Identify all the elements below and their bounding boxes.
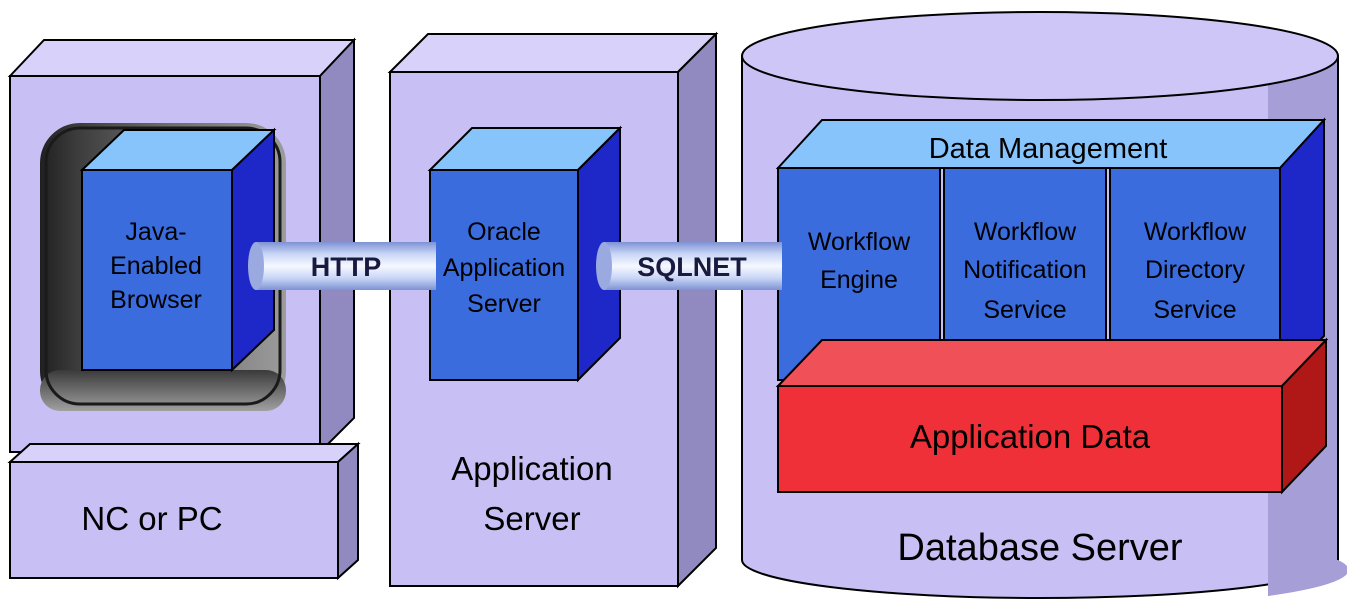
directory-line-3: Service — [1153, 296, 1236, 324]
browser-label-line-1: Java- — [125, 218, 186, 246]
application-data-block: Application Data — [775, 337, 1329, 495]
oracle-app-server-box: Oracle Application Server — [427, 125, 623, 383]
sqlnet-label: SQLNET — [637, 252, 747, 282]
oracle-box-line-1: Oracle — [467, 218, 541, 246]
database-server-caption: Database Server — [897, 527, 1182, 569]
sqlnet-connection: SQLNET — [596, 242, 782, 290]
engine-line-2: Engine — [820, 266, 898, 294]
directory-line-2: Directory — [1145, 256, 1246, 284]
data-management-label: Data Management — [929, 133, 1168, 165]
browser-label-line-2: Enabled — [110, 252, 202, 280]
notification-line-1: Workflow — [974, 218, 1077, 246]
browser-box: Java- Enabled Browser — [79, 127, 277, 373]
notification-line-2: Notification — [963, 256, 1087, 284]
client-caption: NC or PC — [81, 500, 222, 537]
oracle-box-line-2: Application — [443, 254, 565, 282]
engine-line-1: Workflow — [808, 228, 911, 256]
browser-label-line-3: Browser — [110, 286, 202, 314]
http-label: HTTP — [311, 252, 382, 282]
client-machine: Java- Enabled Browser NC or PC — [7, 37, 361, 581]
http-connection: HTTP — [248, 242, 436, 290]
oracle-box-line-3: Server — [467, 290, 541, 318]
client-base: NC or PC — [7, 441, 361, 581]
app-server-caption-line-1: Application — [451, 450, 612, 487]
application-data-label: Application Data — [910, 418, 1151, 455]
notification-line-3: Service — [983, 296, 1066, 324]
application-server-machine: Oracle Application Server Application Se… — [387, 31, 719, 589]
directory-line-1: Workflow — [1144, 218, 1247, 246]
app-server-caption-line-2: Server — [483, 500, 580, 537]
database-server-cylinder: Data Management Workflow Engine Workflow… — [741, 11, 1347, 599]
